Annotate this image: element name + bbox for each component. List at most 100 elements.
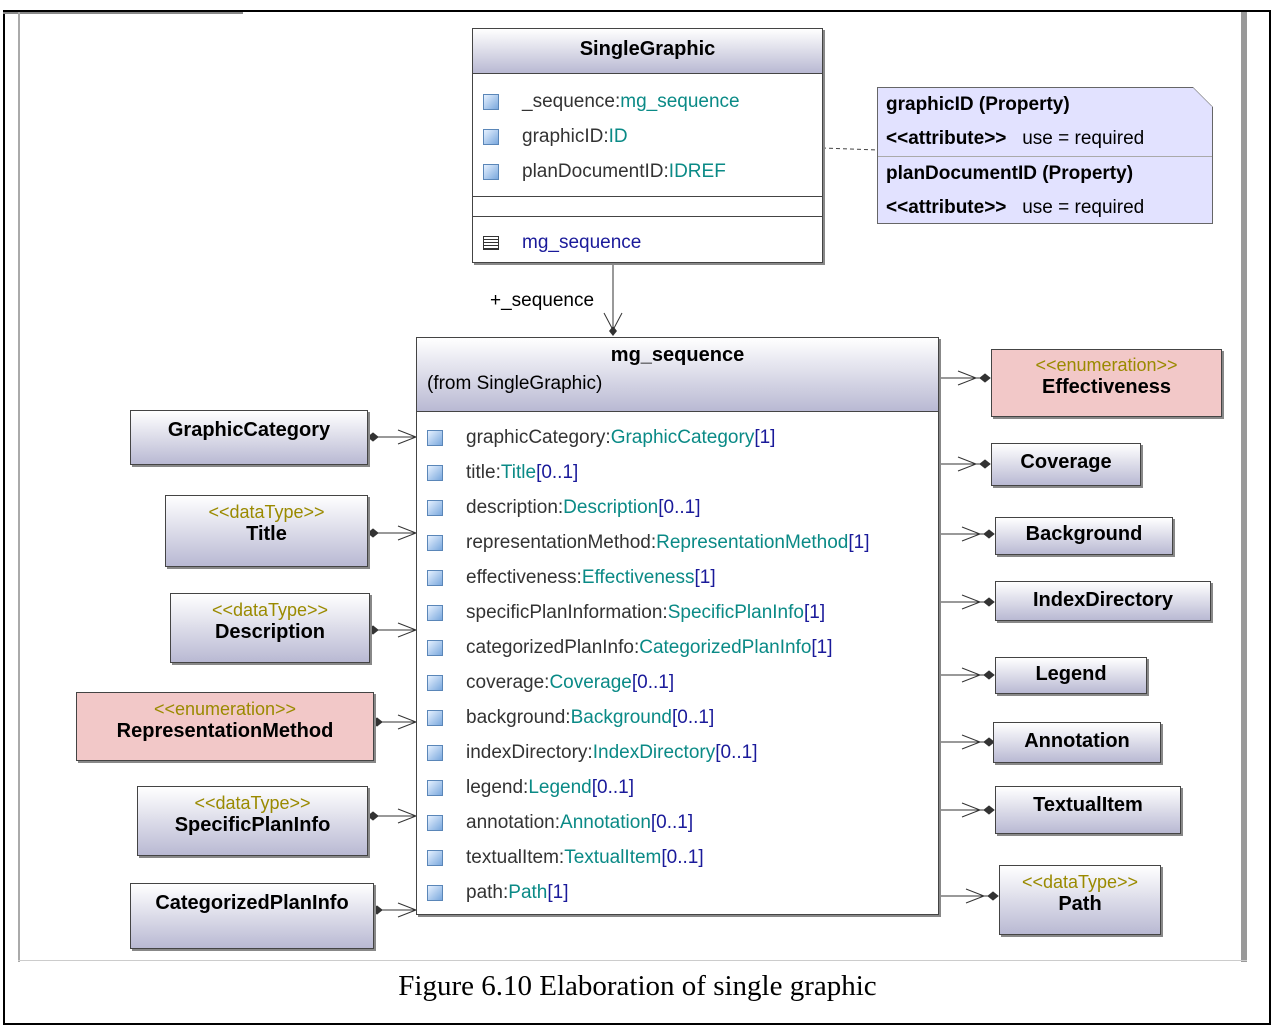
attribute-row[interactable]: effectiveness:Effectiveness[1] [417,560,938,595]
attribute-multiplicity: [0..1] [631,671,675,693]
attribute-multiplicity: [1] [803,601,826,623]
textual-item-class[interactable]: TextualItem [995,786,1181,834]
legend-class[interactable]: Legend [995,657,1147,694]
attribute-row[interactable]: path:Path[1] [417,875,938,910]
attribute-multiplicity: [0..1] [591,776,634,798]
attribute-name: path: [466,881,509,903]
link-effectiveness [938,370,991,386]
graphic-category-class[interactable]: GraphicCategory [130,410,368,465]
attribute-icon [427,639,443,656]
attribute-icon [427,464,443,481]
attribute-name: indexDirectory: [466,741,593,763]
link-graphic-category [367,429,418,445]
note-graphicid-title: graphicID (Property) [886,94,1070,115]
attribute-multiplicity: [0..1] [650,811,694,833]
attribute-icon [427,709,443,726]
attribute-icon [427,674,443,691]
effectiveness-enum[interactable]: <<enumeration>>Effectiveness [991,349,1222,417]
divider [473,216,822,217]
index-directory-class[interactable]: IndexDirectory [995,581,1211,621]
attribute-row[interactable]: representationMethod:RepresentationMetho… [417,525,938,560]
representation-method-enum[interactable]: <<enumeration>>RepresentationMethod [76,692,374,761]
description-datatype[interactable]: <<dataType>>Description [170,593,370,663]
link-annotation [938,734,995,750]
attribute-type: IndexDirectory [592,741,716,763]
coverage-class[interactable]: Coverage [991,443,1141,486]
attribute-name: graphicCategory: [466,426,611,448]
attribute-icon [427,534,443,551]
link-background [938,526,995,542]
link-path [938,888,999,904]
mg-sequence-class[interactable]: mg_sequence (from SingleGraphic) graphic… [416,337,939,915]
sequence-association [603,262,623,336]
attribute-type: Background [570,706,672,728]
figure-frame [3,10,1271,1025]
mg-sequence-title: mg_sequence [610,344,745,366]
attribute-row[interactable]: graphicID:ID [473,119,822,154]
attribute-row[interactable]: textualItem:TextualItem[0..1] [417,840,938,875]
link-specific-plan-info [367,808,418,824]
attribute-type: Effectiveness [581,566,695,588]
attribute-type: CategorizedPlanInfo [639,636,812,658]
attribute-name: coverage: [466,671,550,693]
attribute-multiplicity: [1] [547,881,569,903]
attribute-row[interactable]: legend:Legend[0..1] [417,770,938,805]
attribute-multiplicity: [1] [694,566,716,588]
attribute-row[interactable]: annotation:Annotation[0..1] [417,805,938,840]
attribute-row[interactable]: categorizedPlanInfo:CategorizedPlanInfo[… [417,630,938,665]
attribute-icon [483,163,499,180]
categorized-plan-info-class[interactable]: CategorizedPlanInfo [130,883,374,949]
attribute-row[interactable]: coverage:Coverage[0..1] [417,665,938,700]
attribute-name: effectiveness: [466,566,582,588]
canvas-scrollbar[interactable] [1241,12,1247,962]
attribute-type: GraphicCategory [610,426,755,448]
attribute-name: background: [466,706,571,728]
attribute-name: categorizedPlanInfo: [466,636,640,658]
annotation-class[interactable]: Annotation [993,722,1161,763]
note-use: use = required [1022,197,1145,218]
property-note[interactable]: graphicID (Property) <<attribute>> use =… [877,87,1213,224]
attribute-icon [427,429,443,446]
element-row[interactable]: mg_sequence [473,225,641,260]
attribute-row[interactable]: indexDirectory:IndexDirectory[0..1] [417,735,938,770]
attribute-multiplicity: [0..1] [715,741,758,763]
link-description [367,622,418,638]
attribute-row[interactable]: graphicCategory:GraphicCategory[1] [417,420,938,455]
link-representation-method [371,714,418,730]
attribute-type: Path [508,881,548,903]
attribute-row[interactable]: _sequence:mg_sequence [473,84,822,119]
attribute-icon [483,93,499,110]
attribute-name: specificPlanInformation: [466,601,668,623]
attribute-type: Coverage [549,671,632,693]
attribute-icon [427,604,443,621]
link-textual-item [938,802,995,818]
mg-sequence-attributes: graphicCategory:GraphicCategory[1]title:… [417,412,938,910]
single-graphic-class[interactable]: SingleGraphic _sequence:mg_sequence grap… [472,28,823,263]
note-stereotype: <<attribute>> [886,128,1007,149]
attribute-icon [427,849,443,866]
tab-strip [3,0,243,14]
attribute-row[interactable]: title:Title[0..1] [417,455,938,490]
attribute-type: Annotation [560,811,651,833]
attribute-row[interactable]: description:Description[0..1] [417,490,938,525]
attribute-name: representationMethod: [466,531,657,553]
specific-plan-info-datatype[interactable]: <<dataType>>SpecificPlanInfo [137,786,368,856]
attribute-multiplicity: [1] [811,636,833,658]
attribute-name: title: [466,461,501,483]
path-datatype[interactable]: <<dataType>>Path [999,865,1161,935]
link-index-directory [938,594,995,610]
canvas-bottom-edge [18,960,1247,961]
attribute-icon [427,814,443,831]
note-plandocid-title: planDocumentID (Property) [886,163,1134,184]
attribute-type: SpecificPlanInfo [667,601,804,623]
background-class[interactable]: Background [995,517,1173,555]
attribute-row[interactable]: specificPlanInformation:SpecificPlanInfo… [417,595,938,630]
title-datatype[interactable]: <<dataType>>Title [165,495,368,567]
link-coverage [938,456,991,472]
attribute-row[interactable]: planDocumentID:IDREF [473,154,822,189]
attribute-name: description: [466,496,564,518]
attribute-row[interactable]: background:Background[0..1] [417,700,938,735]
attribute-type: Description [563,496,659,518]
attribute-name: annotation: [466,811,561,833]
